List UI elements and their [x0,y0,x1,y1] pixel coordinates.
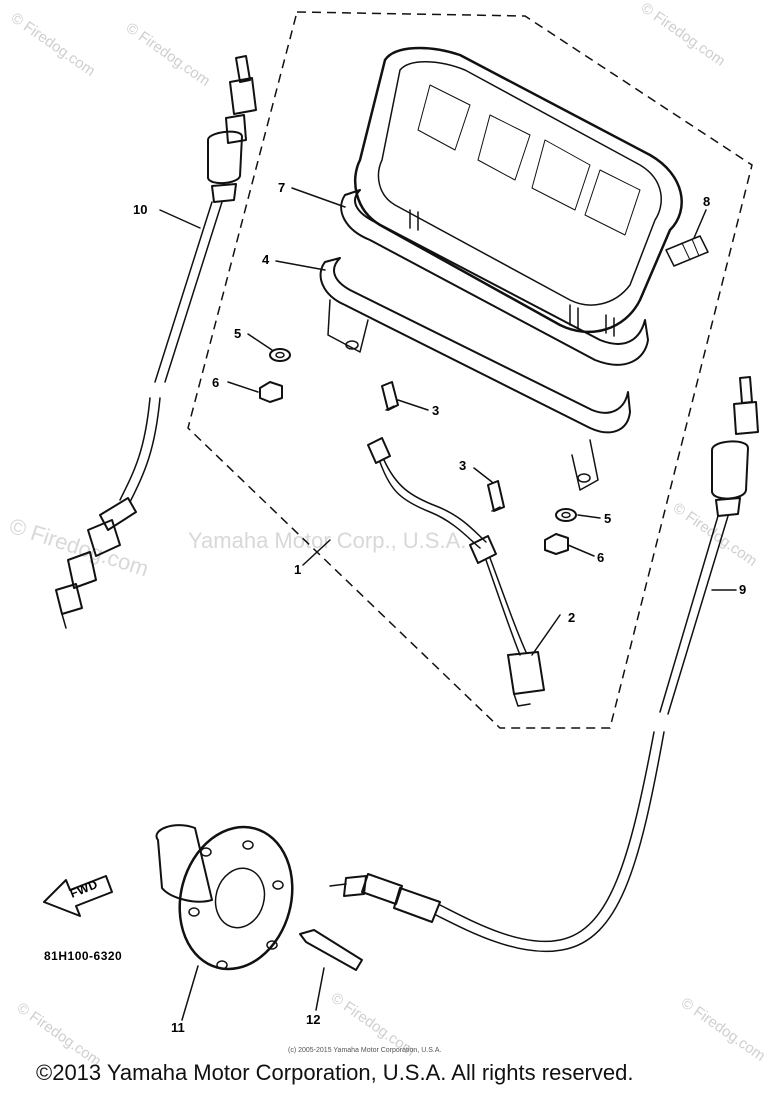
callout-6-left: 6 [212,375,219,390]
copyright-notice: ©2013 Yamaha Motor Corporation, U.S.A. A… [36,1060,634,1085]
callout-4: 4 [262,252,270,267]
fwd-label: FWD [68,877,100,901]
part-code: 81H100-6320 [44,949,122,963]
mounting-bracket [319,257,631,491]
watermark-left-mid: © Firedog.com [6,513,151,581]
gasket [340,189,649,366]
callout-12: 12 [306,1012,320,1027]
bulb-upper [381,381,399,411]
small-copyright: (c) 2005-2015 Yamaha Motor Corporation, … [288,1047,441,1054]
meter-housing [353,46,709,337]
watermark-top-mid: © Firedog.com [123,19,214,89]
callout-6-right: 6 [597,550,604,565]
callout-3-lower: 3 [459,458,466,473]
drive-pin [299,929,363,971]
wiring-harness [367,437,545,707]
callout-9: 9 [739,582,746,597]
washer-nut-left [259,348,291,403]
watermark-top-right: © Firedog.com [638,0,729,70]
watermarks: © Firedog.com © Firedog.com © Firedog.co… [6,0,768,1070]
callout-3-upper: 3 [432,403,439,418]
watermark-top-left: © Firedog.com [8,9,99,79]
callout-2: 2 [568,610,575,625]
cable-10 [55,55,257,629]
washer-nut-right [544,508,577,555]
assembly-boundary [187,11,753,729]
callout-1: 1 [294,562,301,577]
callout-11: 11 [171,1020,185,1035]
callout-10: 10 [133,202,147,217]
watermark-brand: Yamaha Motor Corp., U.S.A. [188,528,466,553]
callouts: 7 4 8 5 6 3 3 5 6 1 2 9 10 11 12 [133,180,746,1035]
callout-7: 7 [278,180,285,195]
drive-gear-unit [155,824,294,971]
cable-9 [329,376,759,953]
bulb-lower [487,480,505,512]
watermark-bottom-right: © Firedog.com [678,994,769,1064]
forward-arrow-icon: FWD [43,875,113,917]
leader-lines [159,187,737,1021]
callout-5-right: 5 [604,511,611,526]
callout-8: 8 [703,194,710,209]
callout-5-left: 5 [234,326,241,341]
